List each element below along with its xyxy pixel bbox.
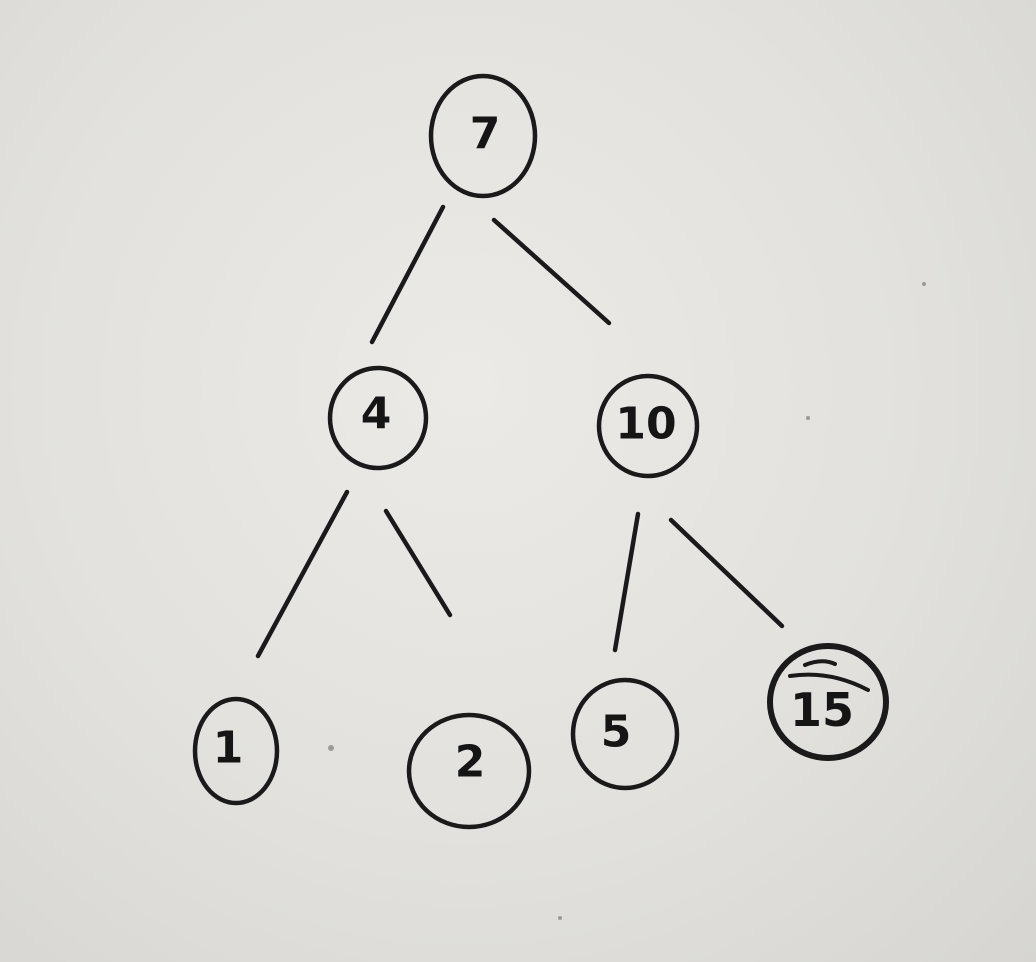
edge-4-1 xyxy=(255,489,350,659)
paper-speck xyxy=(558,916,562,920)
scribble-mark xyxy=(788,659,870,692)
tree-node-10: 10 xyxy=(596,373,700,479)
paper-speck xyxy=(922,282,926,286)
node-circle xyxy=(428,73,538,199)
node-circle xyxy=(327,365,429,471)
edge-7-10 xyxy=(491,217,612,326)
tree-node-5: 5 xyxy=(570,677,680,791)
edge-7-4 xyxy=(369,204,446,345)
node-circle xyxy=(767,643,889,761)
tree-node-1: 1 xyxy=(192,696,280,806)
node-label-4: 4 xyxy=(361,389,392,440)
edge-10-5 xyxy=(612,511,641,653)
edge-10-15 xyxy=(668,517,785,629)
node-label-1: 1 xyxy=(213,723,244,774)
edge-4-2 xyxy=(383,508,453,618)
node-circle xyxy=(192,696,280,806)
node-circle xyxy=(570,677,680,791)
node-circle xyxy=(596,373,700,479)
node-label-5: 5 xyxy=(601,707,632,758)
paper-speck xyxy=(806,416,810,420)
node-label-2: 2 xyxy=(455,737,486,788)
node-label-15: 15 xyxy=(790,683,854,737)
tree-node-7: 7 xyxy=(428,73,538,199)
tree-node-4: 4 xyxy=(327,365,429,471)
tree-node-15: 15 xyxy=(767,643,889,761)
node-label-10: 10 xyxy=(615,399,676,450)
tree-node-2: 2 xyxy=(406,712,532,830)
paper-speck xyxy=(328,745,334,751)
node-label-7: 7 xyxy=(470,109,501,160)
node-circle xyxy=(406,712,532,830)
